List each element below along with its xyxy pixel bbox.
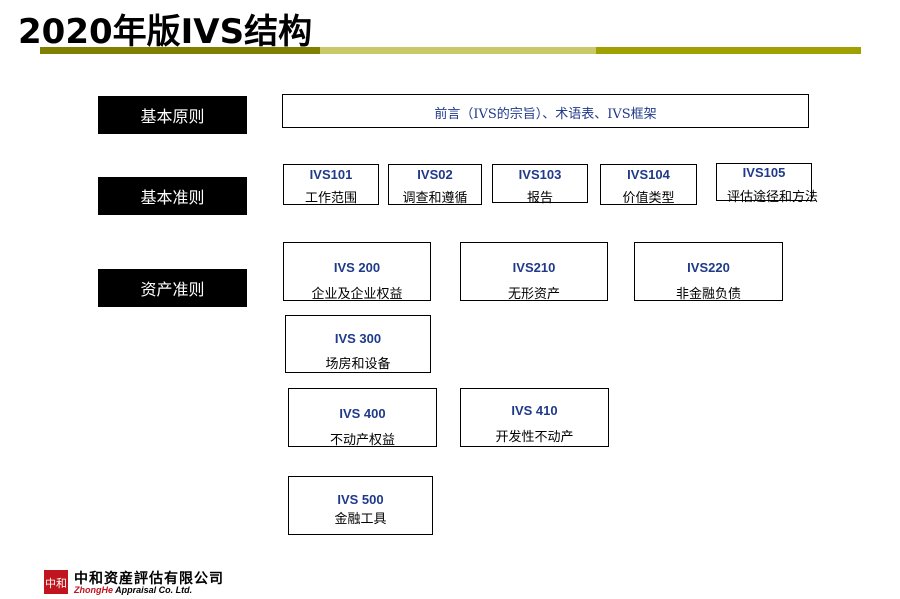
standard-box-ivs02: IVS02 调查和遵循 bbox=[388, 164, 482, 206]
asset-name: 场房和设备 bbox=[325, 357, 391, 372]
asset-box-ivs210: IVS210 无形资产 bbox=[460, 242, 608, 302]
asset-name: 企业及企业权益 bbox=[311, 287, 403, 302]
standard-name: 报告 bbox=[526, 191, 553, 206]
asset-code: IVS220 bbox=[687, 260, 730, 275]
standard-name: 调查和遵循 bbox=[402, 191, 468, 206]
title-rule-dark bbox=[40, 47, 320, 54]
standard-box-ivs105: IVS105 评估途径和方法 bbox=[716, 163, 818, 205]
asset-name: 金融工具 bbox=[334, 512, 387, 527]
company-logo: 中和 中和资産評估有限公司 ZhongHe Appraisal Co. Ltd. bbox=[44, 570, 284, 598]
standard-code: IVS105 bbox=[742, 165, 786, 180]
asset-code: IVS 200 bbox=[333, 260, 381, 275]
asset-name: 非金融负债 bbox=[675, 287, 741, 302]
asset-code: IVS 400 bbox=[339, 406, 386, 421]
standard-name: 评估途径和方法 bbox=[727, 190, 819, 205]
row-label-asset-standards: 资产准则 bbox=[98, 269, 247, 307]
company-brand-en: ZhongHe bbox=[74, 585, 113, 595]
standard-name: 价值类型 bbox=[622, 191, 675, 206]
company-suffix-en: Appraisal Co. Ltd. bbox=[113, 585, 193, 595]
row-label-general-standards: 基本准则 bbox=[98, 177, 247, 215]
asset-box-ivs410: IVS 410 开发性不动产 bbox=[460, 388, 609, 447]
asset-code: IVS 300 bbox=[334, 331, 382, 346]
asset-code: IVS 410 bbox=[511, 403, 558, 418]
company-logo-mark-icon: 中和 bbox=[44, 570, 68, 594]
company-name-en: ZhongHe Appraisal Co. Ltd. bbox=[74, 585, 192, 595]
standard-box-ivs101: IVS101 工作范围 bbox=[283, 164, 379, 206]
standard-box-ivs104: IVS104 价值类型 bbox=[600, 164, 697, 206]
asset-code: IVS210 bbox=[512, 260, 556, 275]
asset-box-ivs200: IVS 200 企业及企业权益 bbox=[283, 242, 431, 302]
asset-name: 不动产权益 bbox=[329, 433, 395, 448]
standard-box-ivs103: IVS103 报告 bbox=[492, 164, 588, 206]
asset-code: IVS 500 bbox=[337, 492, 384, 507]
principles-text: 前言（IVS的宗旨）、术语表、IVS框架 bbox=[434, 107, 657, 122]
asset-name: 无形资产 bbox=[507, 287, 560, 302]
asset-box-ivs300: IVS 300 场房和设备 bbox=[285, 315, 431, 373]
page-title: 2020年版IVS结构 bbox=[18, 12, 313, 52]
standard-code: IVS104 bbox=[627, 167, 670, 182]
title-rule-light bbox=[320, 47, 596, 54]
standard-code: IVS103 bbox=[518, 167, 562, 182]
asset-box-ivs400: IVS 400 不动产权益 bbox=[288, 388, 437, 448]
row-label-principles: 基本原则 bbox=[98, 96, 247, 134]
standard-code: IVS101 bbox=[309, 167, 353, 182]
standard-name: 工作范围 bbox=[304, 191, 357, 206]
title-rule-mid bbox=[596, 47, 861, 54]
standard-code: IVS02 bbox=[417, 167, 453, 182]
asset-box-ivs500: IVS 500 金融工具 bbox=[288, 476, 433, 535]
svg-text:中和: 中和 bbox=[45, 577, 67, 590]
asset-name: 开发性不动产 bbox=[495, 430, 574, 445]
asset-box-ivs220: IVS220 非金融负债 bbox=[634, 242, 783, 302]
company-name-cn: 中和资産評估有限公司 bbox=[74, 571, 224, 587]
principles-box: 前言（IVS的宗旨）、术语表、IVS框架 bbox=[282, 94, 809, 128]
